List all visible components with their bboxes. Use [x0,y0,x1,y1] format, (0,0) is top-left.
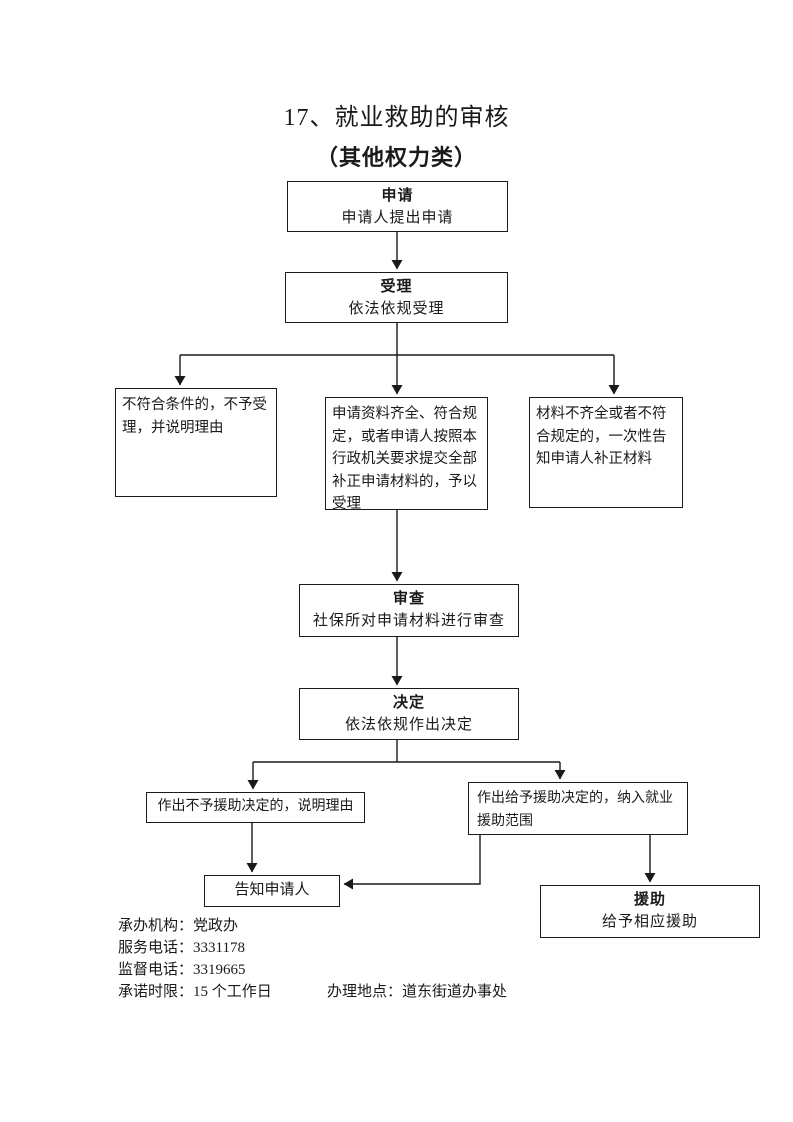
node-apply-body: 申请人提出申请 [341,210,454,226]
node-review-body: 社保所对申请材料进行审查 [312,613,505,629]
node-deny: 作出不予援助决定的，说明理由 [146,792,365,823]
connector-grant-notify [343,835,481,890]
node-review: 审查 社保所对申请材料进行审查 [299,584,519,637]
node-aid-title: 援助 [633,892,666,908]
footer-supervise-phone: 监督电话：3319665 [118,962,246,978]
node-aid: 援助 给予相应援助 [540,885,760,938]
node-notify: 告知申请人 [204,875,340,907]
node-accept: 受理 依法依规受理 [285,272,508,323]
node-grant: 作出给予援助决定的，纳入就业援助范围 [468,782,688,835]
node-accept-body: 依法依规受理 [348,301,445,317]
node-review-title: 审查 [392,591,425,607]
node-decide: 决定 依法依规作出决定 [299,688,519,740]
node-apply: 申请 申请人提出申请 [287,181,508,232]
footer-service-phone: 服务电话：3331178 [118,940,245,956]
node-incomplete: 材料不齐全或者不符合规定的，一次性告知申请人补正材料 [529,397,683,508]
node-reject: 不符合条件的，不予受理，并说明理由 [115,388,277,497]
footer-location: 办理地点：道东街道办事处 [327,984,508,1000]
footer-time-limit: 承诺时限：15 个工作日 [118,984,272,1000]
node-accept-title: 受理 [380,279,413,295]
node-qualified: 申请资料齐全、符合规定，或者申请人按照本行政机关要求提交全部补正申请材料的，予以… [325,397,488,512]
node-apply-title: 申请 [381,188,414,204]
node-decide-title: 决定 [392,695,425,711]
page-subtitle: （其他权力类） [315,145,477,170]
footer-agency: 承办机构：党政办 [118,918,239,934]
node-aid-body: 给予相应援助 [601,914,698,930]
page-title: 17、就业救助的审核 [283,105,510,131]
node-decide-body: 依法依规作出决定 [344,717,473,733]
